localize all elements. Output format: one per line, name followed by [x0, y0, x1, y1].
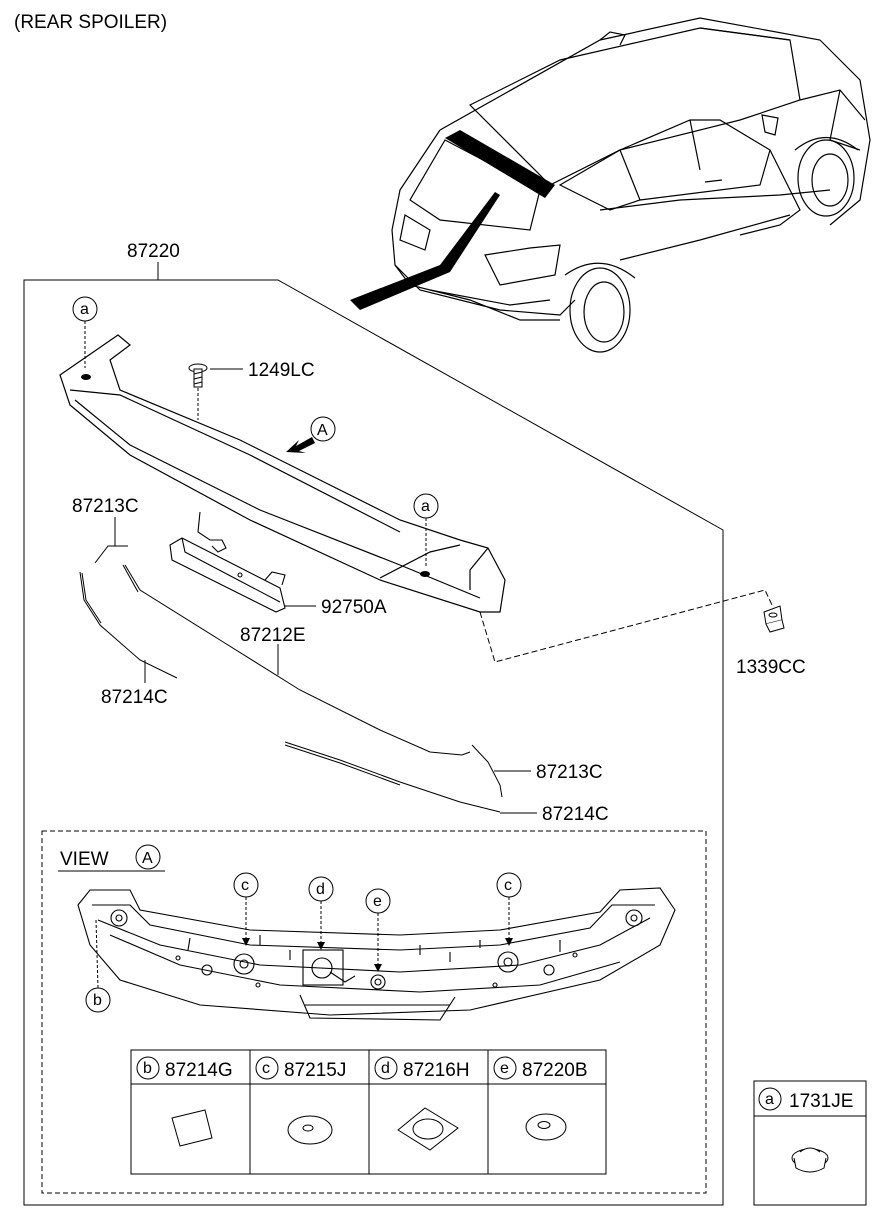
label-87212e: 87212E — [240, 625, 306, 646]
assembly-frame — [23, 279, 724, 1206]
view-a-arrow: A — [286, 416, 336, 453]
svg-text:d: d — [316, 881, 325, 898]
label-87220: 87220 — [127, 241, 180, 262]
svg-text:a: a — [80, 301, 89, 318]
svg-text:e: e — [500, 1060, 509, 1077]
spoiler-underside — [77, 887, 676, 1021]
svg-text:b: b — [93, 992, 102, 1009]
square-pad-icon — [397, 1107, 459, 1151]
svg-text:87216H: 87216H — [403, 1060, 470, 1081]
label-87214c-right: 87214C — [542, 804, 609, 825]
legend-e: e 87220B — [493, 1056, 588, 1141]
molding-strips — [79, 545, 503, 813]
legend-d: d 87216H — [374, 1056, 470, 1151]
svg-text:c: c — [241, 877, 249, 894]
spoiler-hole-right — [420, 571, 430, 577]
spoiler-hole-left — [81, 374, 91, 380]
car-spoiler-highlight — [445, 130, 555, 198]
label-1249lc: 1249LC — [248, 360, 315, 381]
svg-text:87214G: 87214G — [165, 1060, 233, 1081]
view-a-title: VIEW — [60, 849, 109, 870]
label-87213c-left: 87213C — [72, 496, 139, 517]
callout-b: b — [85, 919, 111, 1013]
svg-text:87215J: 87215J — [284, 1060, 346, 1081]
svg-text:A: A — [317, 422, 328, 439]
svg-text:c: c — [262, 1060, 270, 1077]
svg-text:b: b — [143, 1060, 152, 1077]
side-legend-table — [753, 1080, 867, 1206]
svg-text:87220B: 87220B — [522, 1060, 588, 1081]
view-a-box — [41, 830, 707, 1194]
legend-table — [130, 1049, 607, 1175]
spoiler-pointer — [350, 192, 500, 310]
side-legend-a: a 1731JE — [758, 1087, 853, 1173]
legend-b: b 87214G — [136, 1056, 233, 1147]
svg-text:d: d — [381, 1060, 390, 1077]
callout-e: e — [365, 888, 391, 972]
callout-c-right: c — [496, 872, 522, 946]
svg-text:a: a — [765, 1091, 774, 1108]
round-pad-icon — [525, 1113, 567, 1141]
label-87214c-left: 87214C — [101, 687, 168, 708]
high-mount-stop-lamp — [169, 511, 286, 613]
tape-pad-icon — [171, 1109, 213, 1147]
car-illustration — [391, 17, 871, 353]
washer-pad-icon — [287, 1115, 333, 1145]
view-a-ref: A — [135, 844, 161, 870]
leader-1339cc — [479, 589, 773, 663]
grommet-plug-icon — [791, 1147, 829, 1173]
svg-text:1731JE: 1731JE — [789, 1091, 853, 1112]
callout-a-right: a — [413, 493, 439, 566]
callout-d: d — [308, 876, 334, 950]
svg-text:e: e — [373, 893, 382, 910]
legend-c: c 87215J — [255, 1056, 346, 1145]
callout-c-left: c — [233, 872, 259, 946]
screw-icon — [188, 363, 208, 420]
label-87213c-right: 87213C — [536, 762, 603, 783]
label-1339cc: 1339CC — [736, 657, 806, 678]
svg-text:a: a — [421, 498, 430, 515]
callout-a-left: a — [72, 296, 98, 368]
svg-text:c: c — [504, 877, 512, 894]
clip-nut-icon — [763, 605, 785, 633]
diagram-title: (REAR SPOILER) — [14, 12, 168, 33]
svg-text:A: A — [142, 850, 153, 867]
label-92750a: 92750A — [321, 597, 387, 618]
